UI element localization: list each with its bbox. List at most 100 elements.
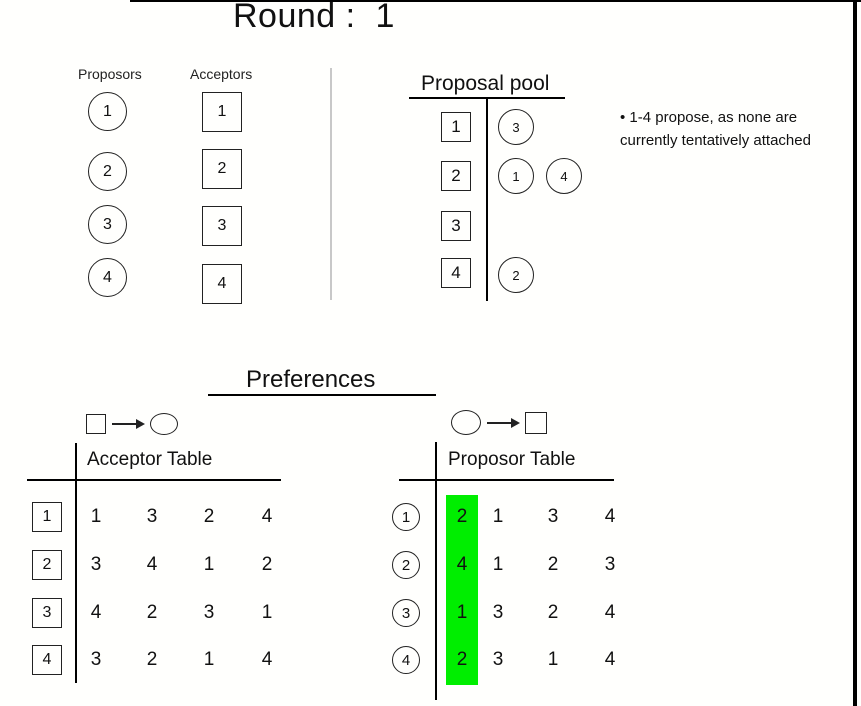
acceptor-row-label-4: 4 bbox=[32, 645, 62, 675]
proposor-node-1: 1 bbox=[88, 92, 127, 131]
pool-proposer-row4-a: 2 bbox=[498, 257, 534, 293]
acceptor-table-vline bbox=[75, 443, 77, 683]
proposor-pref-cell: 1 bbox=[492, 554, 504, 575]
pool-acceptor-4-label: 4 bbox=[451, 263, 461, 282]
highlighted-first-choice-column bbox=[446, 495, 478, 685]
round-title: Round : 1 bbox=[233, 0, 395, 35]
acceptor-pref-cell: 4 bbox=[261, 649, 273, 670]
proposor-row-label-4: 4 bbox=[392, 646, 420, 674]
acceptor-pref-cell: 1 bbox=[261, 602, 273, 623]
proposor-table-hline bbox=[399, 479, 614, 481]
acceptor-pref-cell: 2 bbox=[203, 506, 215, 527]
proposor-pref-cell-highlighted: 2 bbox=[456, 506, 468, 527]
acceptor-node-1-label: 1 bbox=[217, 103, 227, 120]
pool-proposer-row2-b: 4 bbox=[546, 158, 582, 194]
acceptor-pref-cell: 2 bbox=[261, 554, 273, 575]
acceptor-pref-cell: 1 bbox=[90, 506, 102, 527]
pool-proposer-row2-b-label: 4 bbox=[560, 168, 568, 184]
acceptor-table-glyph bbox=[86, 413, 178, 435]
proposor-pref-cell: 3 bbox=[492, 602, 504, 623]
acceptor-pref-cell: 4 bbox=[90, 602, 102, 623]
proposor-pref-cell: 3 bbox=[604, 554, 616, 575]
proposor-pref-cell: 4 bbox=[604, 602, 616, 623]
acceptor-node-4: 4 bbox=[202, 264, 242, 304]
acceptor-node-2-label: 2 bbox=[217, 160, 227, 177]
proposor-pref-cell: 2 bbox=[547, 554, 559, 575]
proposor-table-vline bbox=[435, 442, 437, 700]
pool-proposer-row4-a-label: 2 bbox=[512, 267, 520, 283]
proposor-node-4: 4 bbox=[88, 258, 127, 297]
proposor-pref-cell-highlighted: 1 bbox=[456, 602, 468, 623]
pool-acceptor-2-label: 2 bbox=[451, 166, 461, 185]
acceptor-node-3: 3 bbox=[202, 206, 242, 246]
proposor-pref-cell-highlighted: 2 bbox=[456, 649, 468, 670]
round-note-line1: • 1-4 propose, as none are bbox=[620, 109, 798, 126]
square-icon bbox=[525, 411, 547, 434]
acceptor-pref-cell: 1 bbox=[203, 649, 215, 670]
proposor-pref-cell-highlighted: 4 bbox=[456, 554, 468, 575]
proposal-pool-vline bbox=[486, 97, 488, 301]
square-icon bbox=[86, 414, 106, 434]
acceptor-row-label-2: 2 bbox=[32, 550, 62, 580]
round-note-line2: currently tentatively attached bbox=[620, 132, 811, 149]
pool-acceptor-3-label: 3 bbox=[451, 216, 461, 235]
acceptor-pref-cell: 2 bbox=[146, 602, 158, 623]
proposor-pref-cell: 3 bbox=[492, 649, 504, 670]
acceptor-table-hline bbox=[27, 479, 281, 481]
proposor-node-1-label: 1 bbox=[103, 102, 112, 120]
acceptor-row-label-1: 1 bbox=[32, 502, 62, 532]
proposor-table-title: Proposor Table bbox=[448, 449, 576, 470]
proposor-row-label-3-text: 3 bbox=[401, 604, 411, 622]
arrow-right-icon bbox=[112, 419, 145, 429]
top-border bbox=[130, 0, 861, 2]
pool-proposer-row1-a-label: 3 bbox=[512, 119, 520, 135]
proposor-table-glyph bbox=[451, 410, 547, 435]
acceptor-node-4-label: 4 bbox=[217, 275, 227, 292]
proposor-node-4-label: 4 bbox=[103, 268, 112, 286]
acceptor-pref-cell: 3 bbox=[203, 602, 215, 623]
acceptor-node-1: 1 bbox=[202, 92, 242, 132]
acceptor-pref-cell: 1 bbox=[203, 554, 215, 575]
pool-proposer-row1-a: 3 bbox=[498, 109, 534, 145]
proposor-row-label-2: 2 bbox=[392, 551, 420, 579]
pool-acceptor-1-label: 1 bbox=[451, 117, 461, 136]
arrow-right-icon bbox=[487, 417, 520, 428]
proposor-node-3-label: 3 bbox=[103, 215, 112, 233]
proposor-node-2-label: 2 bbox=[103, 162, 112, 180]
acceptor-row-label-2-text: 2 bbox=[42, 556, 52, 573]
acceptor-row-label-3-text: 3 bbox=[42, 604, 52, 621]
acceptor-row-label-3: 3 bbox=[32, 598, 62, 628]
acceptor-row-label-4-text: 4 bbox=[42, 651, 52, 668]
acceptor-table-title: Acceptor Table bbox=[87, 449, 213, 470]
acceptor-row-label-1-text: 1 bbox=[42, 508, 52, 525]
pool-proposer-row2-a: 1 bbox=[498, 158, 534, 194]
round-note: • 1-4 propose, as none are currently ten… bbox=[620, 106, 861, 152]
pool-proposer-row2-a-label: 1 bbox=[512, 168, 520, 184]
acceptor-pref-cell: 2 bbox=[146, 649, 158, 670]
pool-acceptor-2: 2 bbox=[441, 161, 471, 191]
proposors-label: Proposors bbox=[78, 66, 142, 82]
preferences-title: Preferences bbox=[246, 366, 376, 393]
section-divider bbox=[330, 68, 332, 300]
acceptor-node-2: 2 bbox=[202, 149, 242, 189]
acceptor-pref-cell: 3 bbox=[90, 554, 102, 575]
proposor-pref-cell: 4 bbox=[604, 506, 616, 527]
proposor-node-2: 2 bbox=[88, 152, 127, 191]
circle-icon bbox=[150, 413, 178, 435]
proposor-row-label-2-text: 2 bbox=[401, 556, 411, 574]
circle-icon bbox=[451, 410, 481, 435]
proposor-pref-cell: 2 bbox=[547, 602, 559, 623]
acceptor-node-3-label: 3 bbox=[217, 217, 227, 234]
proposor-pref-cell: 1 bbox=[492, 506, 504, 527]
right-border bbox=[853, 0, 857, 706]
proposor-node-3: 3 bbox=[88, 205, 127, 244]
proposal-pool-title: Proposal pool bbox=[421, 72, 550, 95]
pool-acceptor-1: 1 bbox=[441, 112, 471, 142]
proposor-pref-cell: 1 bbox=[547, 649, 559, 670]
preferences-underline bbox=[208, 394, 436, 396]
proposor-pref-cell: 3 bbox=[547, 506, 559, 527]
proposor-row-label-4-text: 4 bbox=[401, 651, 411, 669]
acceptor-pref-cell: 3 bbox=[146, 506, 158, 527]
proposor-row-label-3: 3 bbox=[392, 599, 420, 627]
